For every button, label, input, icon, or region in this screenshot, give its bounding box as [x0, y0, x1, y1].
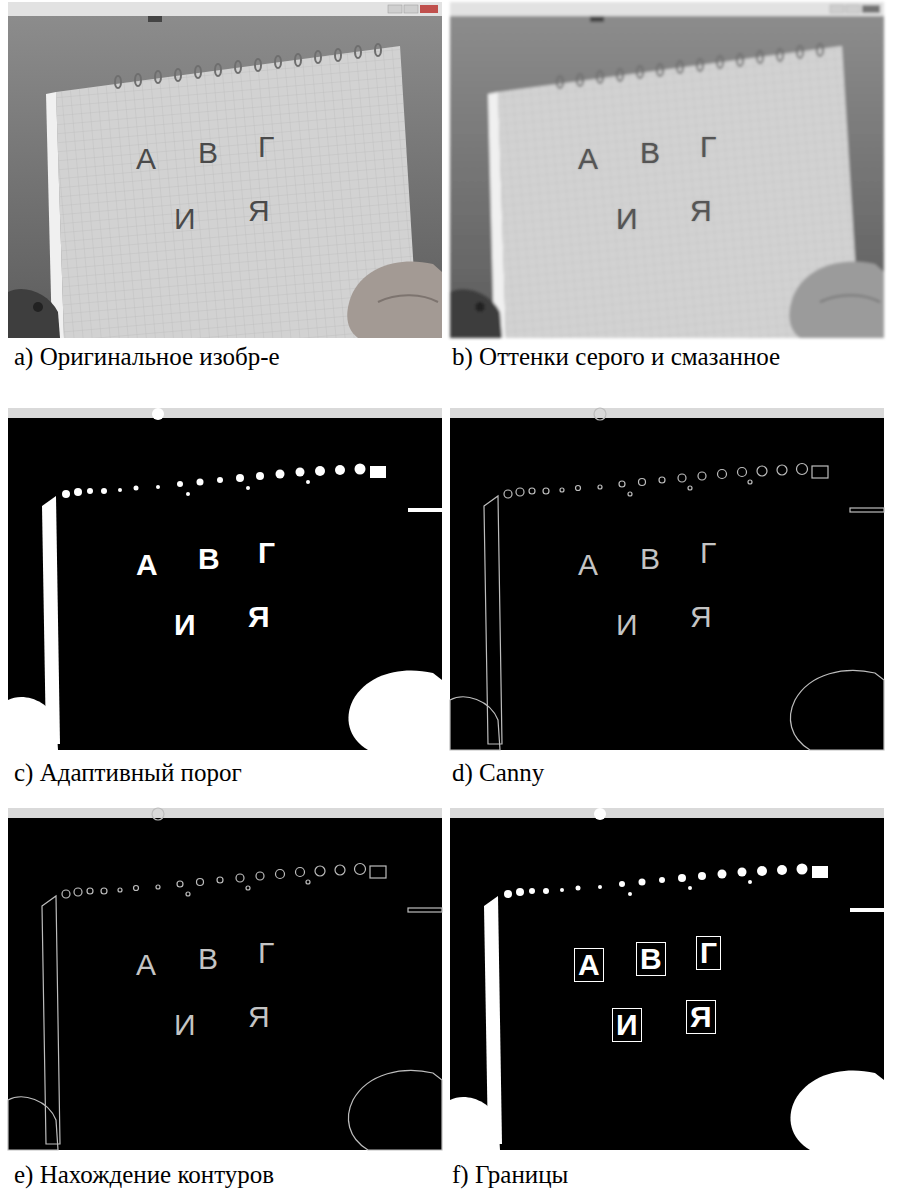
contours-panel: [8, 808, 442, 1150]
letter: Г: [700, 538, 716, 568]
letter: И: [174, 610, 196, 640]
gray-blurred-panel: [450, 2, 884, 338]
letter: Я: [248, 196, 270, 226]
panel-caption: d) Canny: [452, 758, 544, 788]
panel-caption: a) Оригинальное изобр-е: [14, 342, 280, 372]
panel-caption: e) Нахождение контуров: [14, 1160, 274, 1190]
bounds-panel: [450, 808, 884, 1150]
panel-caption: c) Адаптивный порог: [14, 758, 242, 788]
letter: А: [136, 550, 158, 580]
letter: В: [198, 944, 218, 974]
canny-panel: [450, 408, 884, 750]
letter: Г: [258, 132, 274, 162]
letter: В: [640, 544, 660, 574]
letter: А: [578, 550, 598, 580]
letter: А: [136, 144, 156, 174]
photo-panel: [8, 2, 442, 338]
letter: Я: [690, 196, 712, 226]
boxed-letter: Я: [686, 1000, 716, 1034]
panel-caption: f) Границы: [452, 1160, 568, 1190]
letter: И: [616, 610, 638, 640]
letter: Я: [690, 602, 712, 632]
letter: А: [578, 144, 598, 174]
letter: И: [174, 1010, 196, 1040]
letter: В: [198, 138, 218, 168]
letter: Я: [248, 602, 270, 632]
letter: Г: [258, 938, 274, 968]
letter: А: [136, 950, 156, 980]
letter: Г: [258, 538, 275, 568]
letter: И: [616, 204, 638, 234]
letter: Г: [700, 132, 716, 162]
boxed-letter: И: [612, 1008, 642, 1042]
panel-caption: b) Оттенки серого и смазанное: [452, 342, 780, 372]
letter: В: [640, 138, 660, 168]
letter: И: [174, 204, 196, 234]
letter: Я: [248, 1002, 270, 1032]
letter: В: [198, 544, 220, 574]
boxed-letter: Г: [696, 936, 721, 970]
boxed-letter: А: [574, 948, 604, 982]
boxed-letter: В: [636, 942, 666, 976]
threshold-panel: [8, 408, 442, 750]
